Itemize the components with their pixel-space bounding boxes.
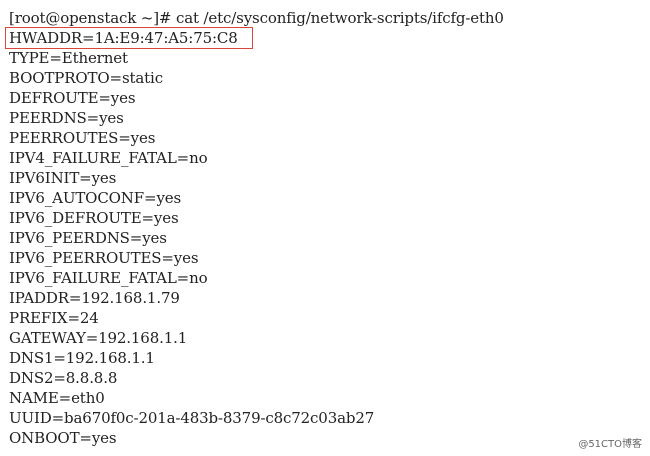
config-line: IPV6_AUTOCONF=yes (9, 189, 182, 207)
command-line: [root@openstack ~]# cat /etc/sysconfig/n… (9, 9, 504, 27)
config-line: IPV6_PEERDNS=yes (9, 229, 167, 247)
config-line: DNS1=192.168.1.1 (9, 349, 155, 367)
watermark-text: @51CTO博客 (578, 439, 642, 450)
config-line: IPV6_PEERROUTES=yes (9, 249, 199, 267)
config-line: PEERROUTES=yes (9, 129, 156, 147)
config-line: ONBOOT=yes (9, 429, 117, 447)
config-line: PEERDNS=yes (9, 109, 124, 127)
config-line: IPV6_FAILURE_FATAL=no (9, 269, 208, 287)
config-line: UUID=ba670f0c-201a-483b-8379-c8c72c03ab2… (9, 409, 375, 427)
config-line: GATEWAY=192.168.1.1 (9, 329, 188, 347)
config-line: BOOTPROTO=static (9, 69, 163, 87)
config-line: NAME=eth0 (9, 389, 105, 407)
config-line: IPV6_DEFROUTE=yes (9, 209, 179, 227)
config-line: PREFIX=24 (9, 309, 99, 327)
config-line: DNS2=8.8.8.8 (9, 369, 118, 387)
config-line-hwaddr: HWADDR=1A:E9:47:A5:75:C8 (9, 29, 238, 47)
config-line: TYPE=Ethernet (9, 49, 128, 67)
config-line: IPV4_FAILURE_FATAL=no (9, 149, 208, 167)
hwaddr-highlight-box (5, 27, 253, 49)
config-line: IPADDR=192.168.1.79 (9, 289, 180, 307)
config-line: IPV6INIT=yes (9, 169, 117, 187)
config-line: DEFROUTE=yes (9, 89, 136, 107)
